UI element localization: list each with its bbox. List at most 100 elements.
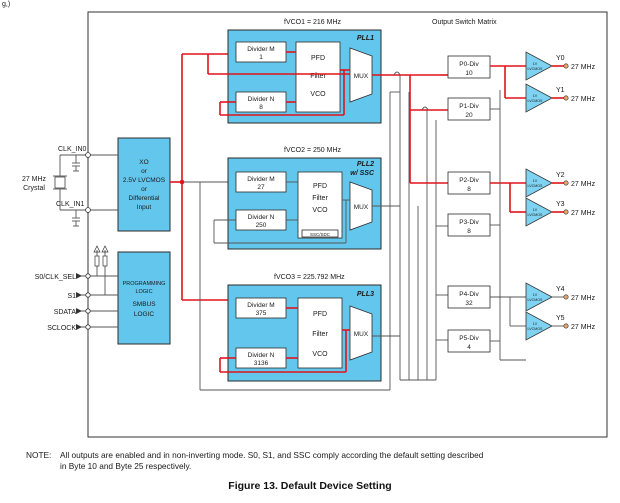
buffer-y1-type: 1V: [533, 94, 538, 98]
output-buffers: [525, 51, 553, 341]
p2-div-value: 8: [467, 186, 471, 193]
pll3-vco: VCO: [312, 351, 328, 358]
prog-line2: LOGIC: [135, 289, 152, 295]
buffer-y2-type2: LVCMOS: [528, 184, 544, 188]
buffer-y0: [525, 51, 553, 81]
buffer-y2: [525, 168, 553, 198]
pll1-mux: [349, 47, 373, 103]
pll1-freq: fVCO1 = 216 MHz: [284, 19, 341, 26]
p0-div-value: 10: [465, 70, 473, 77]
output-y5-freq: 27 MHz: [571, 324, 596, 331]
buffer-y4-type2: LVCMOS: [528, 298, 544, 302]
pll2-div-n-value: 250: [256, 222, 267, 229]
sclock-label: SCLOCK: [47, 325, 76, 332]
s1-label: S1: [67, 293, 76, 300]
pll2-div-n-label: Divider N: [248, 214, 275, 221]
block-diagram: g,) XO or 2.5V LVCMOS or Differential In…: [2, 1, 608, 438]
buffer-y3-type: 1V: [533, 208, 538, 212]
pll2-filter: Filter: [312, 195, 328, 202]
prog-line4: LOGIC: [134, 311, 155, 318]
p4-div-value: 32: [465, 300, 473, 307]
pll2-mux-label: MUX: [354, 204, 369, 211]
pll1-div-n-label: Divider N: [248, 96, 275, 103]
buffer-y1: [525, 83, 553, 113]
buffer-y5-type: 1V: [533, 322, 538, 326]
buffer-y3: [525, 197, 553, 227]
buffer-y3-type2: LVCMOS: [528, 213, 544, 217]
pll1-wiring: [207, 51, 398, 116]
pll1-name: PLL1: [357, 35, 374, 42]
pll3-mux: [349, 305, 373, 361]
pll3-div-n-value: 3136: [254, 360, 269, 367]
xo-line6: Input: [137, 204, 152, 211]
pll2-mux: [349, 181, 373, 231]
pll2-div-m-value: 27: [257, 184, 265, 191]
pll2-ssc-text: SSC/SDC: [310, 232, 331, 237]
xo-line4: or: [141, 186, 148, 193]
pll3-mux-label: MUX: [354, 331, 369, 338]
p0-divider: [447, 55, 491, 79]
note-line1: All outputs are enabled and in non-inver…: [60, 450, 484, 460]
pll3-div-n-label: Divider N: [248, 352, 275, 359]
p4-div-name: P4-Div: [459, 291, 479, 298]
buffer-y4: [525, 282, 553, 312]
pll2-wiring: [213, 181, 400, 244]
prog-line3: SMBUS: [132, 301, 156, 308]
p2-div-name: P2-Div: [459, 177, 479, 184]
xo-line3: 2.5V LVCMOS: [123, 177, 166, 184]
output-y2-freq: 27 MHz: [571, 181, 596, 188]
figure-note: NOTE: All outputs are enabled and in non-…: [26, 450, 586, 472]
xo-line5: Differential: [129, 195, 161, 202]
output-y2-name: Y2: [556, 172, 565, 179]
sdata-label: SDATA: [54, 309, 77, 316]
divider-to-buffer-wires: [490, 65, 526, 361]
pll1-vco: VCO: [310, 91, 326, 98]
output-y3-freq: 27 MHz: [571, 210, 596, 217]
pll2-ssc-label: w/ SSC: [350, 170, 375, 177]
output-y3-name: Y3: [556, 201, 565, 208]
p1-div-name: P1-Div: [459, 103, 479, 110]
pll2-name: PLL2: [357, 161, 374, 168]
pll1-div-n-value: 8: [259, 104, 263, 111]
buffer-y5-type2: LVCMOS: [528, 327, 544, 331]
crystal-label-2: Crystal: [23, 185, 45, 192]
switch-matrix-bus: [393, 71, 448, 381]
clk-in1-label: CLK_IN1: [56, 201, 85, 208]
output-y4-name: Y4: [556, 286, 565, 293]
pll3-pfd-filter-vco: [297, 297, 343, 369]
buffer-y0-type2: LVCMOS: [528, 67, 544, 71]
pll3-filter: Filter: [312, 331, 328, 338]
pll2-pfd: PFD: [313, 183, 327, 190]
control-inputs: [76, 245, 118, 330]
buffer-y1-type2: LVCMOS: [528, 99, 544, 103]
programming-block: [117, 251, 171, 345]
pll2-freq: fVCO2 = 250 MHz: [284, 147, 341, 154]
clk-in0-label: CLK_IN0: [58, 146, 87, 153]
pll2-ssc-box: [301, 229, 339, 238]
output-y4-freq: 27 MHz: [571, 295, 596, 302]
prog-line1: PROGRAMMING: [123, 281, 166, 287]
note-line2: in Byte 10 and Byte 25 respectively.: [60, 461, 192, 471]
xo-line1: XO: [139, 159, 148, 166]
p5-div-value: 4: [467, 344, 471, 351]
buffer-y0-type: 1V: [533, 62, 538, 66]
pll2-div-m-label: Divider M: [247, 176, 274, 183]
pll1-pfd: PFD: [311, 55, 325, 62]
bypass-wires: [199, 91, 400, 391]
output-y1-name: Y1: [556, 87, 565, 94]
pll2-pfd-filter-vco: [297, 171, 343, 239]
s0-clk-sel-label: S0/CLK_SEL: [35, 274, 76, 281]
pll1-pfd-filter-vco: [295, 41, 341, 113]
p3-div-value: 8: [467, 228, 471, 235]
crystal-circuit: [53, 152, 118, 227]
pll1-filter: Filter: [310, 73, 326, 80]
pll3-wiring: [219, 307, 400, 373]
pll3-name: PLL3: [357, 291, 374, 298]
crystal-label-1: 27 MHz: [22, 176, 47, 183]
buffer-y2-type: 1V: [533, 179, 538, 183]
buffer-y5: [525, 311, 553, 341]
p1-div-value: 20: [465, 112, 473, 119]
pll1-div-m-label: Divider M: [247, 46, 274, 53]
output-y1-freq: 27 MHz: [571, 96, 596, 103]
note-label: NOTE:: [26, 450, 52, 460]
